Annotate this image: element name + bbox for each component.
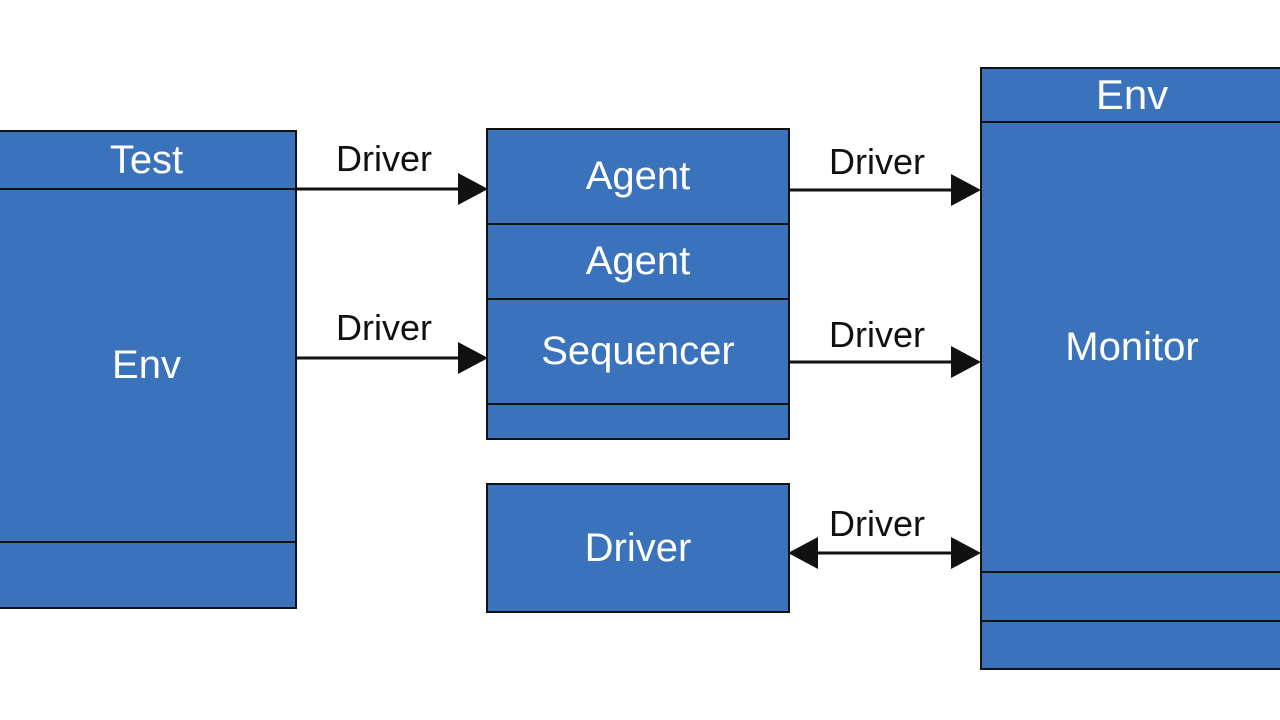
arrow-right-mid-head: [951, 346, 981, 378]
left-footer-block: [0, 541, 297, 609]
sequencer-block: Sequencer: [486, 298, 790, 405]
edge-label-left-top: Driver: [336, 138, 432, 179]
arrow-left-top-head: [458, 173, 488, 205]
center-footer-block: [486, 403, 790, 440]
right-env-label: Env: [1095, 71, 1169, 118]
left-test-block: Test: [0, 130, 297, 190]
sequencer-label: Sequencer: [541, 329, 735, 373]
agent-label-2: Agent: [585, 239, 691, 283]
right-footer-block-2: [980, 620, 1280, 670]
arrow-right-top-head: [951, 174, 981, 206]
right-env-block: Env: [980, 67, 1280, 123]
arrow-bidirectional-head-right: [951, 537, 981, 569]
monitor-block: Monitor: [980, 121, 1280, 573]
edge-label-right-mid: Driver: [829, 314, 925, 355]
arrow-bidirectional-head-left: [788, 537, 818, 569]
left-env-label: Env: [112, 343, 181, 387]
left-test-label: Test: [109, 137, 184, 182]
agent-block-2: Agent: [486, 223, 790, 300]
driver-block: Driver: [486, 483, 790, 613]
driver-block-label: Driver: [584, 525, 692, 570]
left-env-block: Env: [0, 188, 297, 543]
edge-label-right-top: Driver: [829, 141, 925, 182]
monitor-label: Monitor: [1065, 324, 1199, 369]
arrow-left-mid-head: [458, 342, 488, 374]
edge-label-left-mid: Driver: [336, 307, 432, 348]
agent-label-1: Agent: [585, 154, 691, 198]
edge-label-right-bottom: Driver: [829, 503, 925, 544]
